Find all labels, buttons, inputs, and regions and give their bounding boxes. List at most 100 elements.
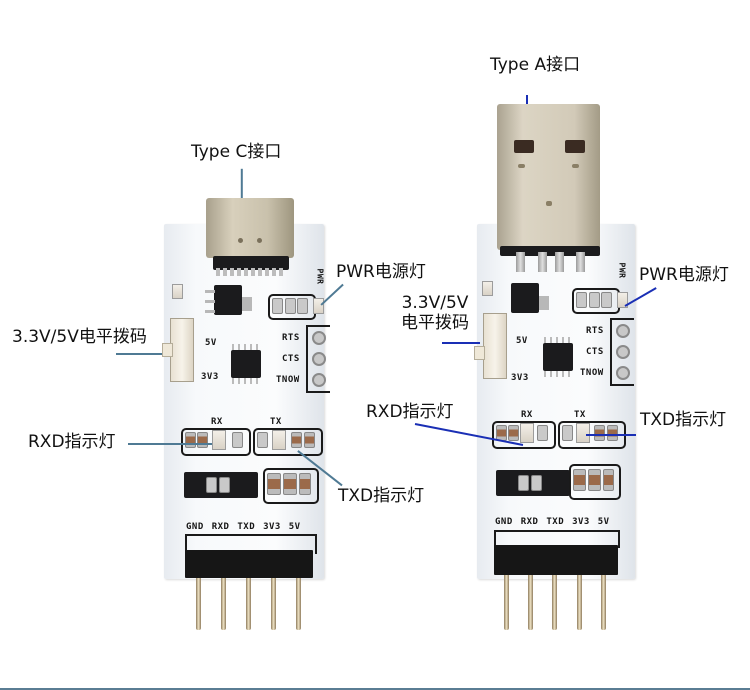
voltage-regulator (214, 285, 242, 315)
rx-led (212, 430, 226, 450)
left-switch-callout-line (116, 353, 162, 355)
header-pin-5v (601, 575, 606, 630)
5v-silk: 5V (516, 336, 528, 346)
type-c-connector-base (213, 256, 289, 270)
cts-hole (312, 352, 326, 366)
voltage-select-switch[interactable] (170, 318, 194, 382)
usb-a-window-left (514, 140, 534, 153)
capacitor (603, 469, 614, 491)
header-pin-rxd (221, 578, 226, 630)
left-rxd-callout-line (128, 443, 212, 445)
resistor (562, 425, 573, 441)
right-pwr-label: PWR电源灯 (639, 265, 729, 285)
capacitor (283, 473, 297, 495)
resistor (219, 477, 230, 493)
right-switch-label-line2: 电平拨码 (401, 313, 469, 333)
header-pin-gnd (196, 578, 201, 630)
tx-silk: TX (270, 417, 282, 427)
pin-silk-rxd: RXD (520, 517, 539, 527)
usb-a-lead (555, 252, 564, 272)
5v-silk: 5V (205, 338, 217, 348)
resistor (272, 298, 283, 314)
resistor (291, 432, 302, 448)
chip-pins-top (544, 337, 572, 343)
bottom-divider (0, 688, 750, 690)
rx-silk: RX (211, 417, 223, 427)
pin-silk-row: GND RXD TXD 3V3 5V (495, 517, 610, 527)
capacitor (588, 469, 601, 491)
cts-silk: CTS (586, 347, 604, 357)
voltage-regulator (511, 283, 539, 313)
type-a-connector-label: Type A接口 (490, 55, 581, 75)
pin-header-outline (185, 534, 317, 554)
usb-a-dimple (572, 164, 579, 168)
usb-a-window-right (565, 140, 585, 153)
rx-outline (492, 421, 556, 449)
resistor (285, 298, 296, 314)
right-pcb (477, 224, 635, 579)
rts-hole (616, 324, 630, 338)
rts-silk: RTS (282, 333, 300, 343)
pin-silk-5v: 5V (597, 517, 610, 527)
regulator-lead (205, 300, 215, 303)
switch-slider[interactable] (474, 346, 485, 360)
3v3-silk: 3V3 (511, 373, 529, 383)
rts-cts-header-outline (306, 325, 330, 393)
pin-silk-row: GND RXD TXD 3V3 5V (186, 522, 301, 532)
resistor (594, 425, 605, 441)
resistor (197, 432, 208, 448)
resistor (206, 477, 217, 493)
pin-silk-3v3: 3V3 (572, 517, 590, 527)
usb-a-lead (516, 252, 525, 272)
left-pcb (164, 224, 324, 579)
connector-dot (257, 238, 262, 243)
voltage-select-switch[interactable] (483, 313, 507, 379)
pin-silk-rxd: RXD (211, 522, 230, 532)
connector-dot (238, 238, 243, 243)
header-pin-txd (246, 578, 251, 630)
resistor (297, 298, 308, 314)
usb-a-lead (538, 252, 547, 272)
right-switch-label-line1: 3.3V/5V (401, 293, 469, 313)
header-pin-gnd (504, 575, 509, 630)
resistor (589, 292, 600, 308)
rx-outline (181, 428, 251, 456)
cap-outline (263, 468, 319, 504)
left-txd-label: TXD指示灯 (338, 486, 425, 506)
tx-led (576, 423, 590, 443)
pwr-silk: PWR (617, 262, 627, 279)
pin-silk-gnd: GND (495, 517, 513, 527)
cts-silk: CTS (282, 354, 300, 364)
usb-a-dimple (546, 201, 552, 206)
tnow-silk: TNOW (580, 368, 604, 378)
pin-silk-gnd: GND (186, 522, 204, 532)
pin-silk-txd: TXD (237, 522, 256, 532)
type-c-connector-label: Type C接口 (191, 142, 282, 162)
capacitor (573, 469, 586, 491)
tnow-silk: TNOW (276, 375, 300, 385)
resistor (531, 475, 542, 491)
right-txd-label: TXD指示灯 (640, 410, 727, 430)
rts-hole (312, 331, 326, 345)
type-a-base (500, 246, 600, 256)
resistor (508, 425, 519, 441)
resistor (257, 432, 268, 448)
right-switch-callout-line (442, 342, 480, 344)
switch-slider[interactable] (162, 343, 173, 357)
rts-silk: RTS (586, 326, 604, 336)
pin-silk-txd: TXD (546, 517, 565, 527)
pin-header-block (494, 545, 618, 575)
cts-hole (616, 345, 630, 359)
right-rxd-label: RXD指示灯 (366, 402, 454, 422)
resistor (185, 432, 196, 448)
header-pin-rxd (528, 575, 533, 630)
chip-pins-bottom (544, 371, 572, 377)
usb-uart-chip (231, 350, 261, 378)
pin-header-outline (494, 530, 620, 548)
pin-header-block (185, 550, 313, 578)
small-smd-component (482, 281, 493, 296)
header-pin-3v3 (577, 575, 582, 630)
chip-pins-bottom (232, 378, 260, 384)
small-smd-component (172, 284, 183, 299)
pwr-silk: PWR (315, 268, 325, 285)
